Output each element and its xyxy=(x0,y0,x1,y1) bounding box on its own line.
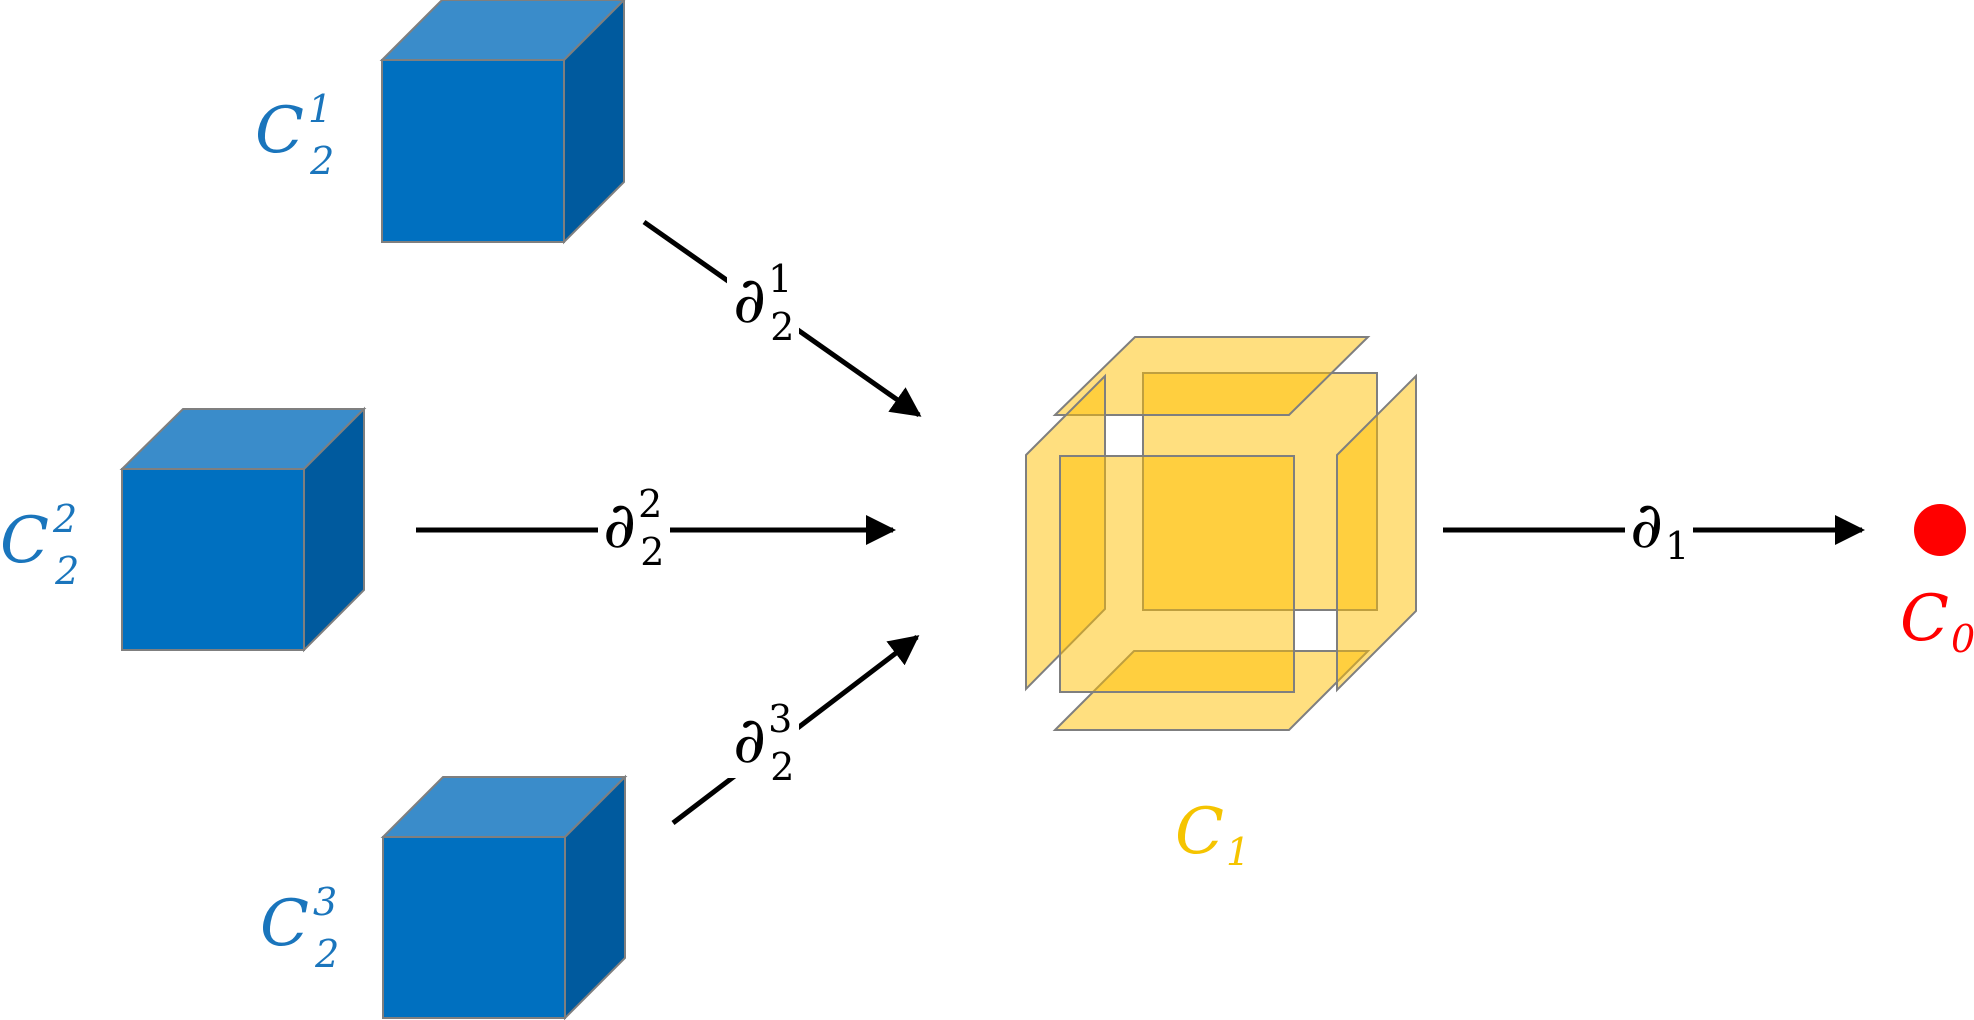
label-d1: ∂1 xyxy=(1630,489,1689,568)
face-front xyxy=(1059,455,1295,693)
cube-c2-1-front xyxy=(381,59,565,243)
cube-c2-2 xyxy=(119,406,367,653)
exploded-faces-c1 xyxy=(1025,336,1417,731)
point-c0 xyxy=(1914,504,1966,556)
label-bg-d2-3 xyxy=(727,708,799,778)
cube-c2-2-front xyxy=(121,468,305,651)
label-c1: C1 xyxy=(1175,795,1250,874)
label-c0: C0 xyxy=(1900,582,1974,661)
face-right xyxy=(1336,373,1417,693)
cube-c2-1 xyxy=(379,0,626,245)
label-bg-d2-1 xyxy=(727,268,799,338)
label-bg-d1 xyxy=(1625,492,1693,562)
label-bg-d2-2 xyxy=(598,492,670,562)
cube-c2-3 xyxy=(380,774,628,1020)
face-top xyxy=(1052,336,1371,416)
cube-c2-3-front xyxy=(382,836,566,1019)
